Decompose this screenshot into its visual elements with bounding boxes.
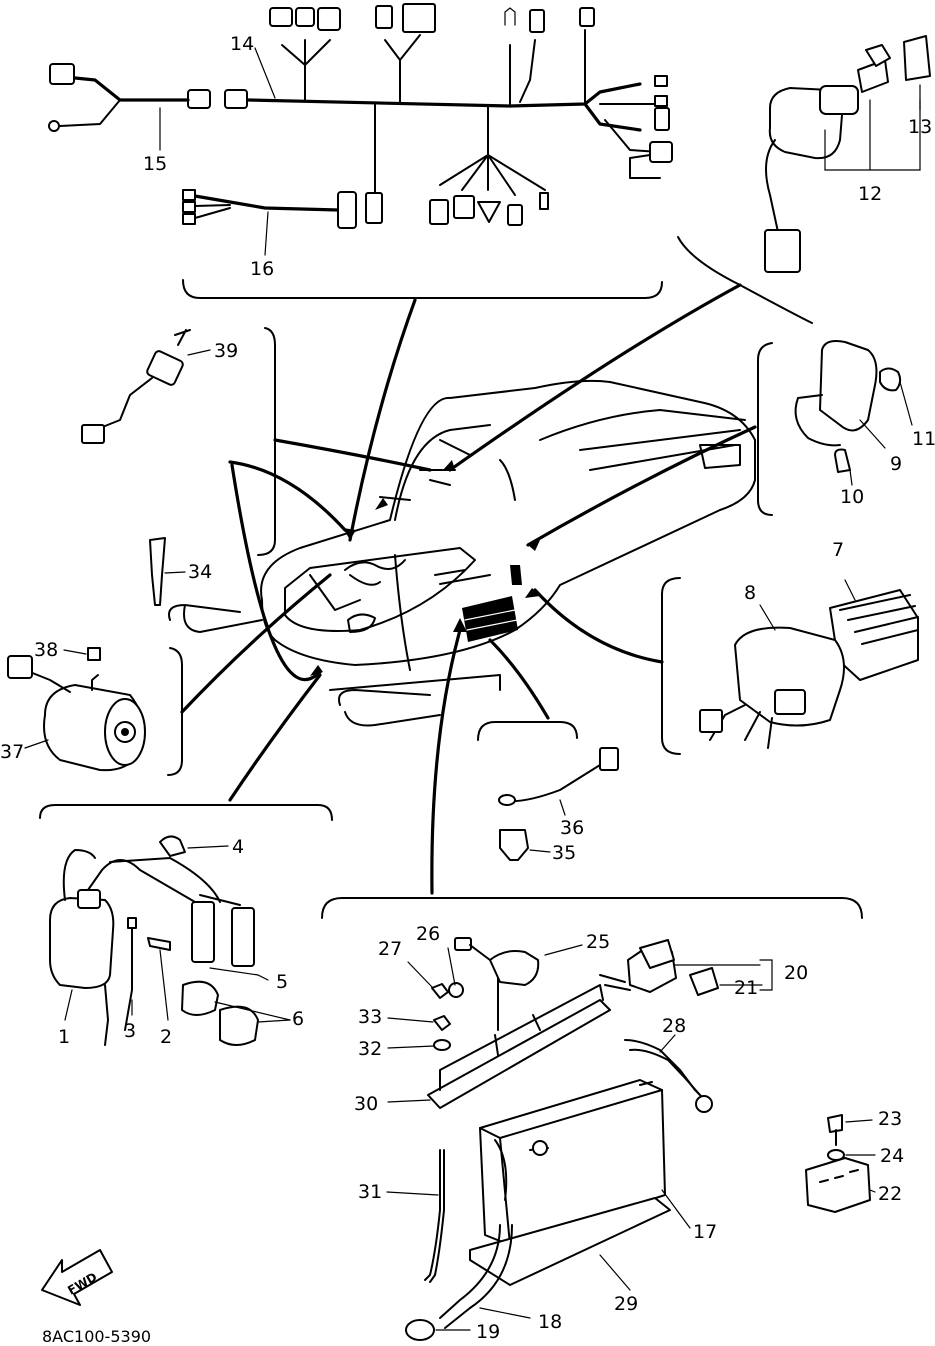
callout-28: 28 bbox=[662, 1015, 686, 1037]
callout-19: 19 bbox=[476, 1321, 500, 1343]
callout-1: 1 bbox=[58, 1026, 70, 1048]
callout-12: 12 bbox=[858, 183, 882, 205]
wire-harness-group bbox=[48, 3, 673, 299]
callout-22: 22 bbox=[878, 1183, 902, 1205]
drawing-code: 8AC100-5390 bbox=[42, 1327, 151, 1346]
callout-23: 23 bbox=[878, 1108, 902, 1130]
cdi-group bbox=[757, 340, 913, 516]
callout-2: 2 bbox=[160, 1026, 172, 1048]
callout-9: 9 bbox=[890, 453, 902, 475]
callout-16: 16 bbox=[250, 258, 274, 280]
left-upper-group bbox=[81, 327, 276, 606]
right-mid-group bbox=[661, 577, 919, 755]
ignition-coil-group bbox=[39, 804, 333, 1046]
callout-13: 13 bbox=[908, 116, 932, 138]
snowmobile-body bbox=[168, 379, 756, 727]
callout-labels: 1 2 3 4 5 6 7 8 9 10 11 12 13 14 15 16 1… bbox=[0, 33, 935, 1343]
callout-36: 36 bbox=[560, 817, 584, 839]
callout-4: 4 bbox=[232, 836, 244, 858]
callout-24: 24 bbox=[880, 1145, 904, 1167]
battery-group bbox=[321, 897, 876, 1341]
callout-8: 8 bbox=[744, 582, 756, 604]
callout-18: 18 bbox=[538, 1311, 562, 1333]
callout-7: 7 bbox=[832, 539, 844, 561]
callout-26: 26 bbox=[416, 923, 440, 945]
callout-29: 29 bbox=[614, 1293, 638, 1315]
callout-39: 39 bbox=[214, 340, 238, 362]
callout-35: 35 bbox=[552, 842, 576, 864]
sensor-group bbox=[477, 721, 619, 861]
callout-15: 15 bbox=[143, 153, 167, 175]
callout-17: 17 bbox=[693, 1221, 717, 1243]
callout-33: 33 bbox=[358, 1006, 382, 1028]
callout-11: 11 bbox=[912, 428, 935, 450]
main-switch-group bbox=[677, 35, 931, 324]
fwd-arrow: FWD bbox=[41, 1249, 113, 1306]
callout-21: 21 bbox=[734, 977, 758, 999]
callout-14: 14 bbox=[230, 33, 254, 55]
connection-lines bbox=[180, 283, 757, 895]
callout-34: 34 bbox=[188, 561, 212, 583]
callout-27: 27 bbox=[378, 938, 402, 960]
callout-20: 20 bbox=[784, 962, 808, 984]
callout-5: 5 bbox=[276, 971, 288, 993]
callout-31: 31 bbox=[358, 1181, 382, 1203]
callout-25: 25 bbox=[586, 931, 610, 953]
callout-3: 3 bbox=[124, 1020, 136, 1042]
callout-32: 32 bbox=[358, 1038, 382, 1060]
callout-30: 30 bbox=[354, 1093, 378, 1115]
callout-38: 38 bbox=[34, 639, 58, 661]
callout-6: 6 bbox=[292, 1008, 304, 1030]
starter-group bbox=[7, 647, 183, 776]
callout-10: 10 bbox=[840, 486, 864, 508]
callout-37: 37 bbox=[0, 741, 24, 763]
